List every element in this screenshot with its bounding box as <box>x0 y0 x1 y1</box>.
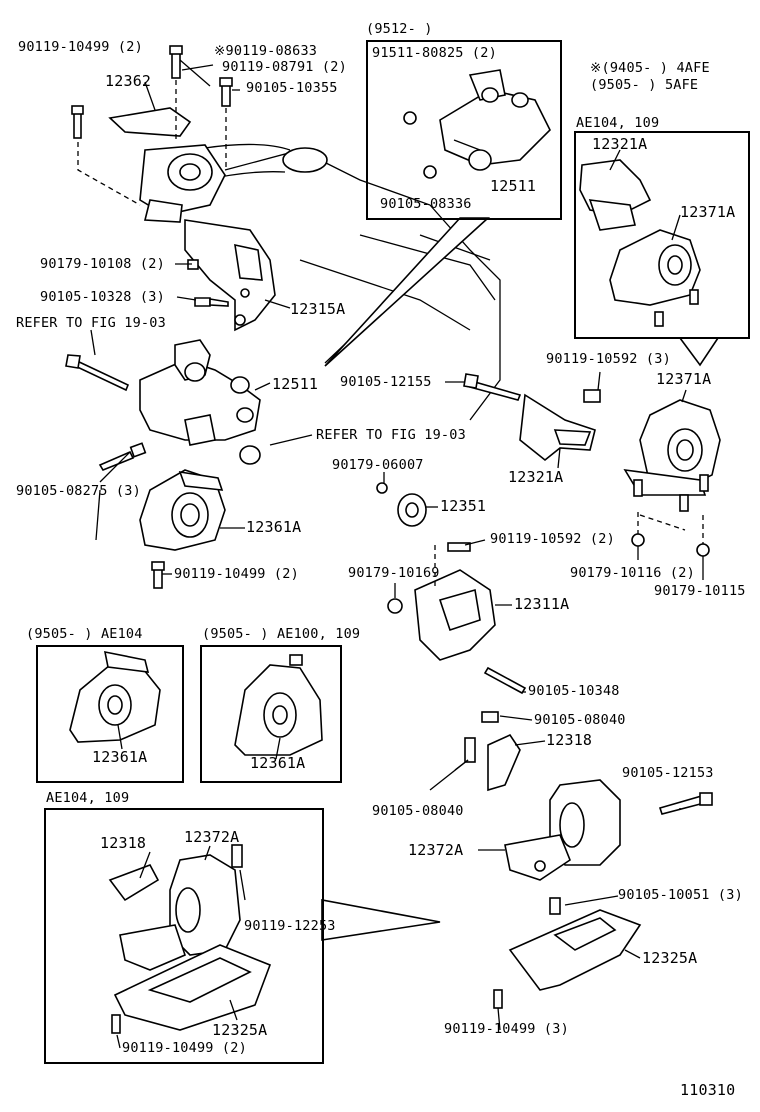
mount-12362 <box>71 45 233 223</box>
label-90105-08275: 90105-08275 (3) <box>16 483 141 499</box>
box2-12361a-drawing <box>234 654 323 756</box>
label-90179-10169: 90179-10169 <box>348 565 440 581</box>
label-note-9505-5afe: (9505- ) 5AFE <box>590 77 699 93</box>
label-90179-10115: 90179-10115 <box>654 583 746 599</box>
label-ae104-109-right: AE104, 109 <box>576 115 660 131</box>
label-12321a-inset: 12321A <box>592 135 648 153</box>
bracket-12321a-main <box>463 373 601 462</box>
label-12372a-main: 12372A <box>408 841 464 859</box>
label-90105-08040-a: 90105-08040 <box>534 712 626 728</box>
label-refer-fig-19-03-a: REFER TO FIG 19-03 <box>16 315 166 331</box>
label-refer-fig-19-03-b: REFER TO FIG 19-03 <box>316 427 466 443</box>
label-12315a: 12315A <box>290 300 346 318</box>
mount-12361a-main <box>98 442 226 589</box>
label-inset-9512: (9512- ) <box>366 21 433 37</box>
label-90119-12253: 90119-12253 <box>244 918 336 934</box>
bracket-12315a <box>184 219 276 332</box>
bolts-mid-right <box>464 666 713 815</box>
label-90119-08633: ※90119-08633 <box>214 43 318 59</box>
label-90105-12155: 90105-12155 <box>340 374 432 390</box>
bracket-12311a <box>387 545 496 661</box>
label-12371a-main: 12371A <box>656 370 712 388</box>
engine-outline <box>204 143 501 421</box>
label-12361a-main: 12361A <box>246 518 302 536</box>
figure-number: 110310 <box>680 1081 736 1099</box>
label-90179-06007: 90179-06007 <box>332 457 424 473</box>
label-inset-9505-ae104: (9505- ) AE104 <box>26 626 143 642</box>
label-12325a-main: 12325A <box>642 949 698 967</box>
inset-ae104-right-drawing <box>579 159 701 327</box>
leader-lines <box>90 59 704 1049</box>
inset-12511-drawing <box>403 69 551 179</box>
inset-box-9505-ae100 <box>200 645 342 783</box>
label-ae104-109-bottom: AE104, 109 <box>46 790 130 806</box>
label-90105-10355: 90105-10355 <box>246 80 338 96</box>
label-12311a: 12311A <box>514 595 570 613</box>
bottom-inset-drawing <box>108 844 272 1034</box>
bushing-12351 <box>376 482 471 552</box>
label-12318-inset: 12318 <box>100 834 147 852</box>
label-91511-80825: 91511-80825 (2) <box>372 45 497 61</box>
label-90119-10499-top: 90119-10499 (2) <box>18 39 143 55</box>
bracket-12325a-main <box>493 897 642 1009</box>
label-90179-10108: 90179-10108 (2) <box>40 256 165 272</box>
label-90105-08336: 90105-08336 <box>380 196 472 212</box>
label-90119-08791: 90119-08791 (2) <box>222 59 347 75</box>
label-12361a-box1: 12361A <box>92 748 148 766</box>
label-12361a-box2: 12361A <box>250 754 306 772</box>
label-12325a-inset: 12325A <box>212 1021 268 1039</box>
label-note-9405-4afe: ※(9405- ) 4AFE <box>590 60 710 76</box>
box1-12361a-drawing <box>69 650 161 743</box>
label-12511-main: 12511 <box>272 375 319 393</box>
label-90105-10328: 90105-10328 (3) <box>40 289 165 305</box>
label-90105-12153: 90105-12153 <box>622 765 714 781</box>
label-12362: 12362 <box>105 72 152 90</box>
label-90105-10348: 90105-10348 <box>528 683 620 699</box>
mount-12372a-main <box>504 779 621 881</box>
label-12372a-inset: 12372A <box>184 828 240 846</box>
label-12351: 12351 <box>440 497 487 515</box>
label-90105-08040-b: 90105-08040 <box>372 803 464 819</box>
label-inset-9505-ae100: (9505- ) AE100, 109 <box>202 626 361 642</box>
label-90179-10116: 90179-10116 (2) <box>570 565 695 581</box>
label-90119-10499-inset: 90119-10499 (2) <box>122 1040 247 1056</box>
label-90119-10592-a: 90119-10592 (3) <box>546 351 671 367</box>
label-90119-10592-b: 90119-10592 (2) <box>490 531 615 547</box>
label-12318-main: 12318 <box>546 731 593 749</box>
label-90119-10499-mid: 90119-10499 (2) <box>174 566 299 582</box>
mount-12511-main <box>65 339 261 465</box>
label-12371a-inset: 12371A <box>680 203 736 221</box>
inset-box-ae104-bottom <box>44 808 324 1064</box>
label-90119-10499-bottom: 90119-10499 (3) <box>444 1021 569 1037</box>
label-12321a-main: 12321A <box>508 468 564 486</box>
inset-box-ae104-right <box>574 131 750 339</box>
label-90105-10051: 90105-10051 (3) <box>618 887 743 903</box>
label-12511-inset: 12511 <box>490 177 537 195</box>
inset-box-9512 <box>366 40 562 220</box>
inset-box-9505-ae104 <box>36 645 184 783</box>
mount-12371a-main <box>623 399 721 557</box>
inset-pointers <box>321 217 720 941</box>
